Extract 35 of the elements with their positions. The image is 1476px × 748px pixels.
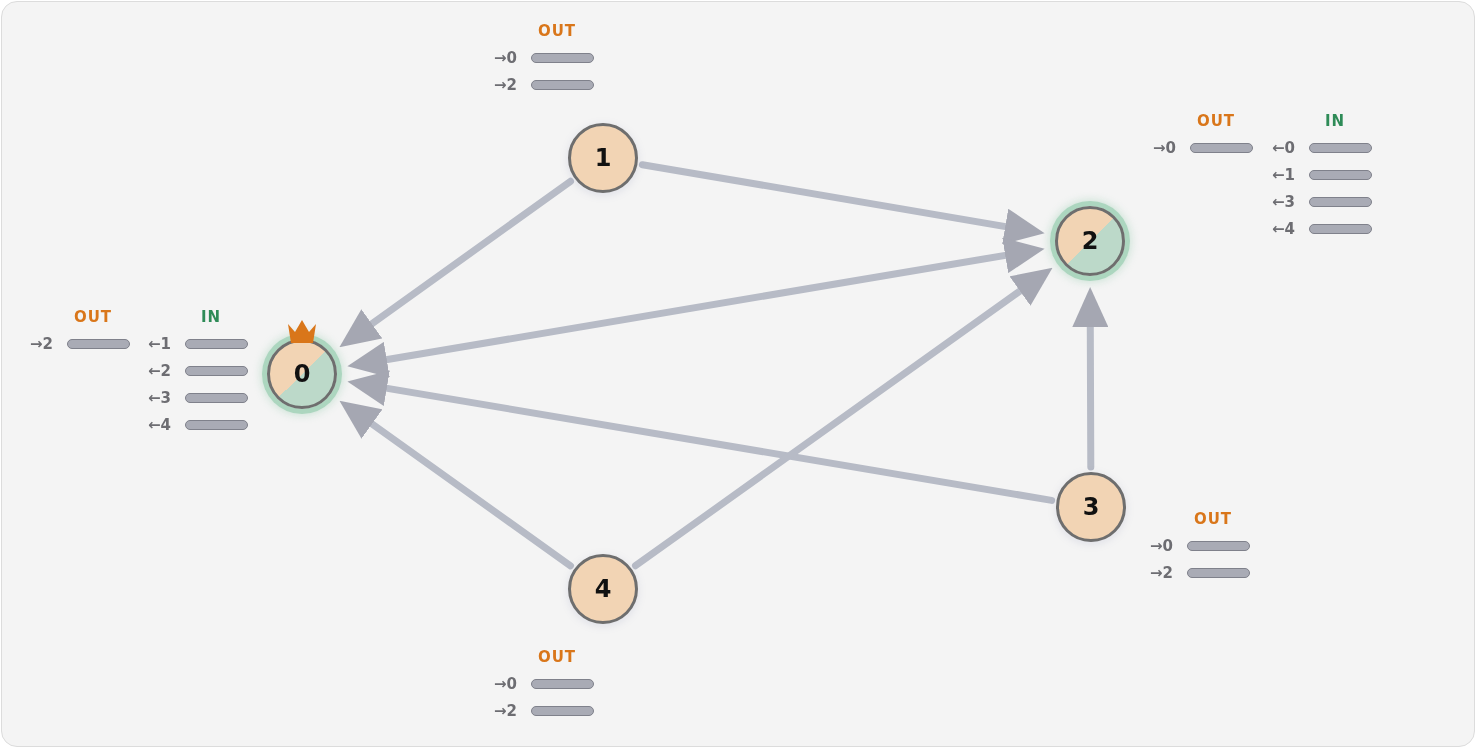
link-entry: →0: [494, 48, 517, 67]
list-heading: IN: [200, 307, 222, 327]
link-entry: →2: [494, 701, 517, 720]
link-entry: →0: [1153, 138, 1176, 157]
link-entry: →2: [30, 334, 53, 353]
arrow: [1072, 287, 1109, 471]
node-number: 2: [1081, 229, 1099, 253]
link-entry: ←1: [148, 334, 171, 353]
link-entry: ←3: [1272, 192, 1295, 211]
arrow: [347, 237, 1045, 378]
list-heading: OUT: [73, 307, 113, 327]
link-entry: ←1: [1272, 165, 1295, 184]
link-entry: →2: [1150, 563, 1173, 582]
link-entry: ←0: [1272, 138, 1295, 157]
list-heading: OUT: [537, 647, 577, 667]
list-heading: IN: [1324, 111, 1346, 131]
link-entry: ←2: [148, 361, 171, 380]
link-entry: ←3: [148, 388, 171, 407]
arrow: [632, 267, 1053, 570]
node-number: 3: [1082, 495, 1100, 519]
list-heading: OUT: [1193, 509, 1233, 529]
arrow: [347, 370, 1056, 504]
arrow: [339, 177, 574, 348]
link-entry: ←4: [148, 415, 171, 434]
list-heading: OUT: [537, 21, 577, 41]
node-number: 4: [594, 577, 612, 601]
node-number: 1: [594, 146, 612, 170]
list-heading: OUT: [1196, 111, 1236, 131]
link-entry: ←4: [1272, 219, 1295, 238]
node-number: 0: [293, 362, 311, 386]
arrow: [638, 161, 1045, 245]
arrow: [339, 400, 574, 570]
link-entry: →0: [1150, 536, 1173, 555]
link-entry: →2: [494, 75, 517, 94]
link-entry: →0: [494, 674, 517, 693]
